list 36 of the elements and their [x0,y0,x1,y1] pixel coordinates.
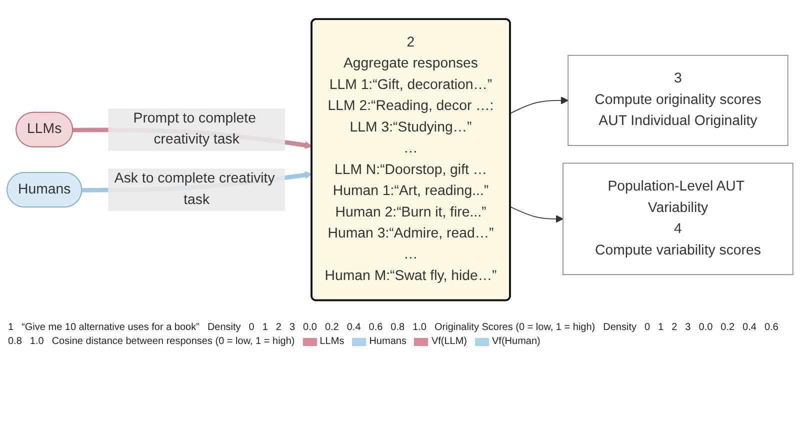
label-text: 0 [248,322,254,333]
arrow [510,206,564,224]
label-text: 0 [644,322,650,333]
legend-text: Vf(Human) [492,336,540,347]
label-text: 0.6 [368,322,383,333]
label-text: 1 [262,322,268,333]
label-text: “Give me 10 alternative uses for a book” [22,322,200,333]
label-text: 1.0 [30,336,44,347]
label-text: 0.8 [390,322,405,333]
label-text: 0.8 [8,336,22,347]
label-text: 2 [672,322,678,333]
label-text: 0.6 [764,322,778,333]
label-text: 1 [658,322,664,333]
label-text: 0.2 [720,322,735,333]
edge-label: Prompt to complete creativity task [133,111,256,148]
label-text: 0.2 [324,322,339,333]
label-text: 0.4 [742,322,756,333]
label-text: 1 [8,322,14,333]
arrow [510,96,568,114]
legend-text: LLMs [320,336,344,347]
legend-text: Vf(LLM) [431,336,468,347]
label-text: Density [603,322,636,333]
node-box: Population-Level AUT Variability 4 Compute variability scores [562,163,794,276]
label-text: 1.0 [412,322,426,333]
label-text: 0.4 [346,322,361,333]
label-text: 0.0 [303,322,317,333]
label-text: 3 [685,322,691,333]
label-text: 0.0 [698,322,713,333]
label-text: 3 [289,322,296,333]
label-text: Cosine distance between responses (0 = low, 1 = high) [52,336,295,347]
label-text: Originality Scores (0 = low, 1 = high) [434,322,596,333]
legend-text: Humans [369,336,406,347]
edge-label: Ask to complete creativity task [114,171,275,208]
label-text: 2 [276,322,282,333]
node-box: 3 Compute originality scores AUT Individual Originality [568,55,788,146]
label-text: Density [207,322,241,333]
